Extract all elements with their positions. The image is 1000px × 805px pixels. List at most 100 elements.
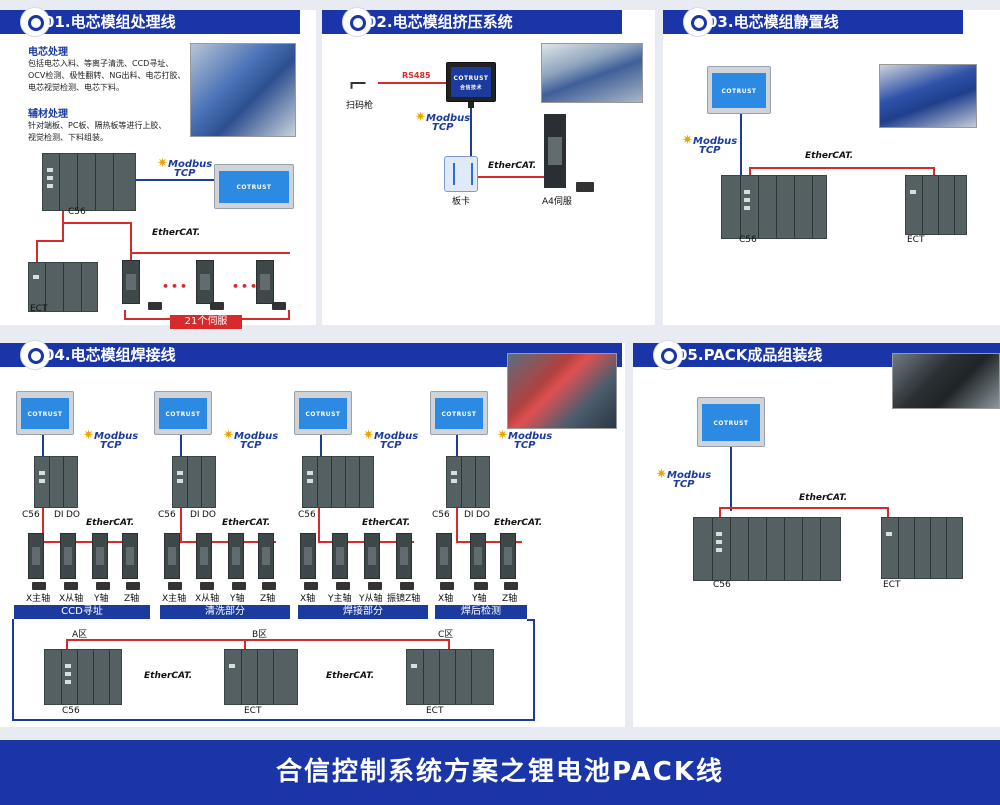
tcp-text: TCP [673, 479, 695, 490]
welding-robot-photo [507, 353, 617, 429]
monitor-stand [468, 102, 474, 108]
servo-motor [168, 582, 182, 590]
cell-processing-line2: OCV检测、极性翻转、NG出料、电芯打胶、 [28, 71, 186, 80]
ect-module [406, 649, 494, 705]
c56-label: C56 [739, 235, 757, 245]
servo-motor [232, 582, 246, 590]
axis-label: X从轴 [59, 594, 84, 604]
modbus-link-line [730, 447, 732, 511]
ethercat-line [478, 176, 548, 178]
modbus-text: Modbus [234, 431, 279, 442]
servo-motor [32, 582, 46, 590]
servo-drive [300, 533, 316, 579]
scanner-label: 扫码枪 [346, 101, 374, 111]
servo-drive [196, 533, 212, 579]
rs485-line [378, 82, 448, 84]
resting-line-photo [879, 64, 977, 128]
servo-motor [96, 582, 110, 590]
ethercat-logo: EtherCAT. [326, 671, 375, 681]
ethercat-line [36, 240, 38, 262]
ethercat-line [456, 508, 458, 543]
hmi-touch-screen: COTRUST [16, 391, 74, 435]
auxiliary-processing-line1: 针对端板、PC板、隔热板等进行上胶、 [28, 121, 167, 130]
ethercat-line [448, 639, 450, 649]
servo-drive [122, 533, 138, 579]
modbus-link-line [740, 114, 742, 176]
modbus-text: Modbus [508, 431, 553, 442]
servo-motor [210, 302, 224, 310]
hmi-logo-text: COTRUST [305, 411, 341, 419]
modbus-text: Modbus [374, 431, 419, 442]
axis-label: Y从轴 [359, 594, 383, 604]
tcp-text: TCP [432, 122, 454, 133]
controller-card-icon [444, 156, 478, 192]
ethercat-logo: EtherCAT. [144, 671, 193, 681]
axis-label: Z轴 [502, 594, 518, 604]
servo-label: A4伺服 [542, 197, 572, 207]
ellipsis-dots: ••• [162, 280, 190, 293]
panel-title: 05.PACK成品组装线 [677, 346, 823, 364]
hmi-logo-text: COTRUST [721, 87, 757, 95]
ethercat-line [719, 507, 721, 517]
ethercat-line [318, 508, 320, 543]
servo-drive [92, 533, 108, 579]
ect-label: ECT [30, 304, 48, 314]
ethercat-line [130, 252, 290, 254]
cell-processing-line3: 电芯视觉检测、电芯下料。 [28, 83, 124, 92]
servo-drive [122, 260, 140, 304]
panel-title: 03.电芯模组静置线 [707, 13, 839, 31]
header-bullet-icon [20, 7, 50, 37]
servo-motor [400, 582, 414, 590]
extrusion-line-photo [541, 43, 643, 103]
servo-motor [272, 302, 286, 310]
axis-label: 振镜Z轴 [387, 594, 421, 604]
servo-drive [228, 533, 244, 579]
ethercat-line [36, 240, 64, 242]
ect-label: ECT [883, 580, 901, 590]
ect-module [28, 262, 98, 312]
tcp-text: TCP [699, 145, 721, 156]
servo-drive [500, 533, 516, 579]
cell-processing-title: 电芯处理 [28, 47, 68, 58]
frame-line [527, 619, 535, 621]
header-bullet-icon [653, 340, 683, 370]
ethercat-logo: EtherCAT. [805, 151, 854, 161]
auxiliary-processing-title: 辅材处理 [28, 109, 68, 120]
servo-motor [504, 582, 518, 590]
c56-controller [693, 517, 841, 581]
servo-drive [470, 533, 486, 579]
zone-a-label: A区 [72, 630, 88, 640]
modbus-link-line [42, 435, 44, 459]
modbus-link-line [470, 108, 472, 156]
c56-controller [34, 456, 78, 508]
axis-label: Z轴 [124, 594, 140, 604]
do-label: DO [202, 510, 217, 520]
ect-module [881, 517, 963, 579]
a4-servo-drive [544, 114, 566, 188]
ethercat-logo: EtherCAT. [362, 518, 411, 528]
di-label: DI [190, 510, 200, 520]
ethercat-line [456, 541, 522, 543]
ethercat-line [130, 222, 132, 262]
axis-label: Y轴 [94, 594, 109, 604]
ect-label: ECT [244, 706, 262, 716]
servo-bracket-line [288, 310, 290, 320]
hmi-logo-text: COTRUST [236, 184, 272, 192]
c56-label: C56 [713, 580, 731, 590]
servo-motor [576, 182, 594, 192]
footer-title: 合信控制系统方案之锂电池PACK线 [275, 757, 725, 787]
ethercat-line [719, 507, 889, 509]
hmi-touch-screen: COTRUST [294, 391, 352, 435]
axis-label: X主轴 [26, 594, 51, 604]
servo-drive [256, 260, 274, 304]
servo-motor [64, 582, 78, 590]
c56-controller [302, 456, 374, 508]
servo-motor [440, 582, 454, 590]
